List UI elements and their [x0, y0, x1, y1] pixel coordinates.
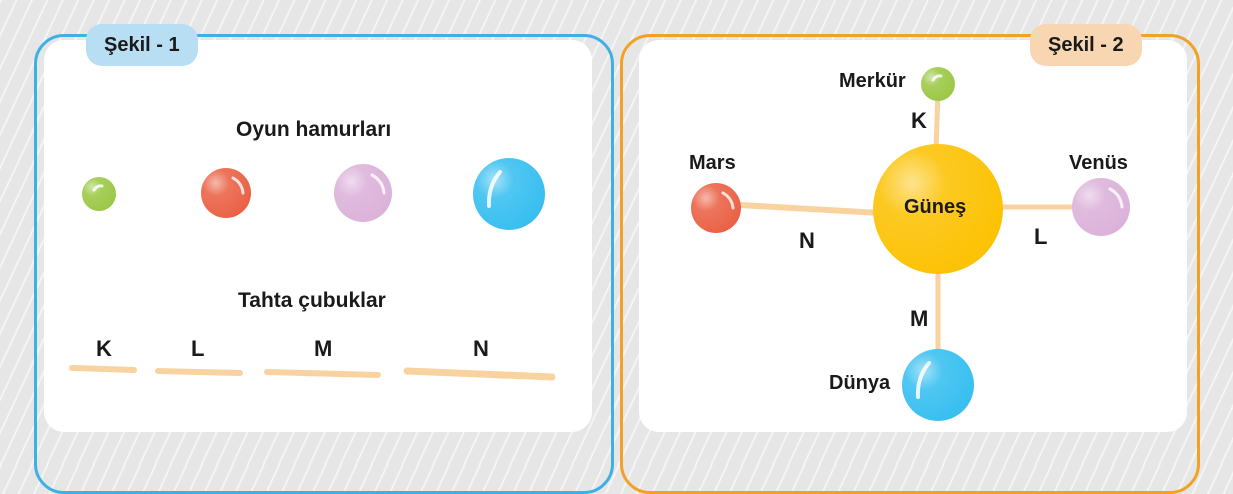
sun-ball — [873, 144, 1003, 274]
stick-k — [69, 365, 137, 373]
mars-label: Mars — [689, 152, 736, 174]
dough-ball-medium-large — [334, 164, 392, 222]
stick-label-n: N — [473, 336, 489, 361]
stick-m — [264, 369, 381, 378]
model-bodies-group — [691, 67, 1130, 421]
dough-ball-medium-small — [201, 168, 251, 218]
diagram-graphics — [69, 67, 1130, 421]
dough-balls-group — [82, 158, 545, 230]
model-stick-n — [739, 202, 881, 216]
earth-label: Dünya — [829, 372, 891, 394]
stick-label-k: K — [96, 336, 112, 361]
dough-ball-large — [473, 158, 545, 230]
stick-label-l: L — [191, 336, 205, 361]
model-stick-label-m: M — [910, 306, 929, 331]
stick-l — [155, 368, 243, 376]
sticks-heading: Tahta çubuklar — [238, 289, 386, 312]
venus-ball — [1072, 178, 1130, 236]
dough-ball-small — [82, 177, 116, 211]
dough-heading: Oyun hamurları — [236, 118, 392, 141]
mars-ball — [691, 183, 741, 233]
model-stick-label-l: L — [1034, 224, 1048, 249]
venus-label: Venüs — [1069, 152, 1128, 174]
sun-label: Güneş — [904, 196, 967, 218]
mercury-label: Merkür — [839, 70, 906, 92]
figure-1-card — [44, 40, 592, 432]
figure-2-title: Şekil - 2 — [1030, 24, 1142, 66]
stick-label-m: M — [314, 336, 333, 361]
mercury-ball — [921, 67, 955, 101]
sticks-group — [69, 365, 556, 381]
model-stick-label-k: K — [911, 108, 927, 133]
stick-n — [403, 367, 556, 381]
model-sticks-group — [739, 89, 1080, 355]
model-stick-label-n: N — [799, 228, 815, 253]
earth-ball — [902, 349, 974, 421]
figure-1-title: Şekil - 1 — [86, 24, 198, 66]
